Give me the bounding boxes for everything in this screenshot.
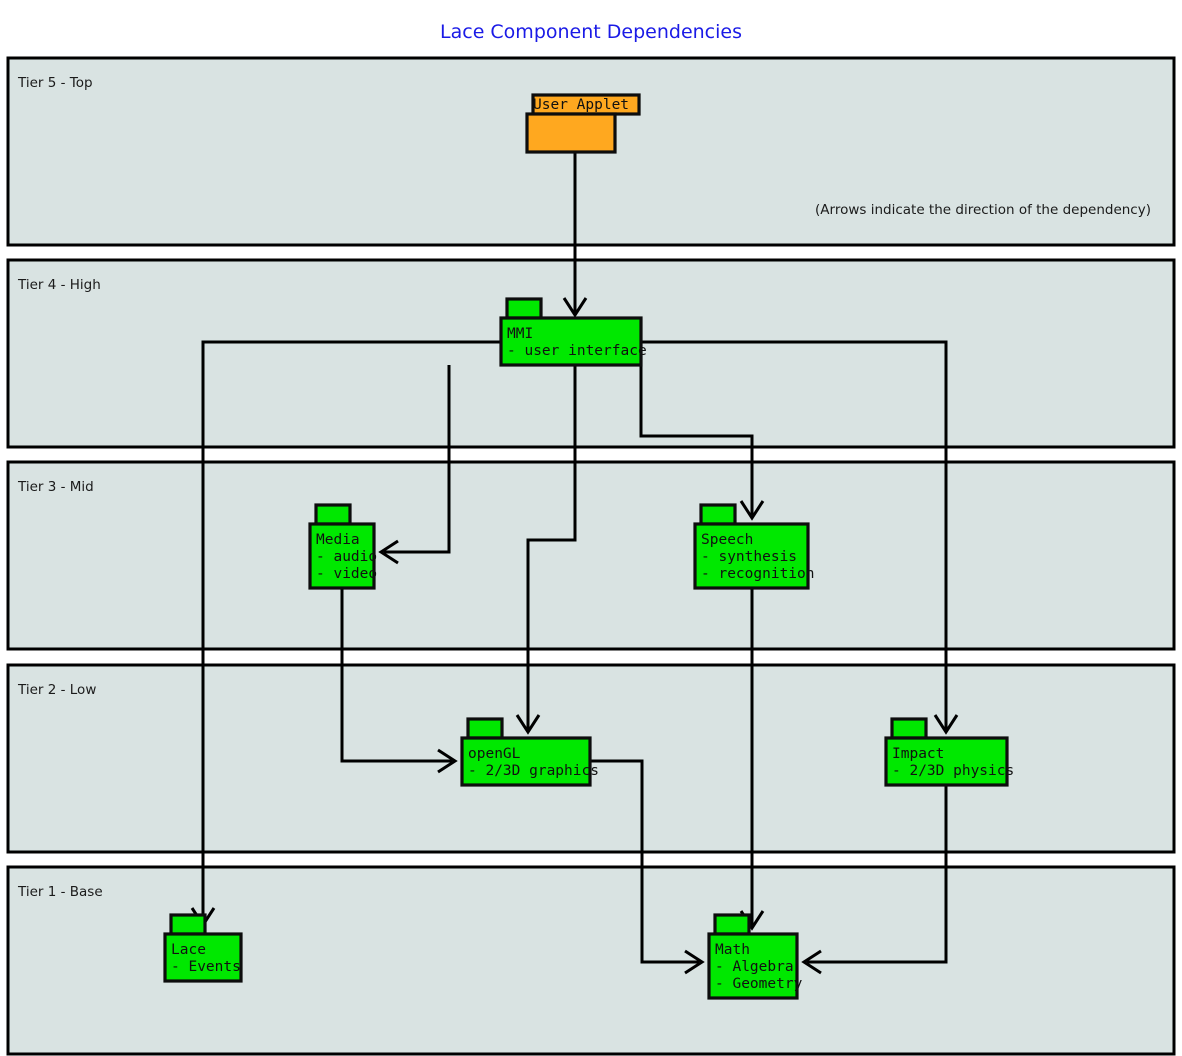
component-name: Media [316, 532, 360, 548]
component-body[interactable] [707, 932, 799, 1000]
arrowhead-icon [739, 500, 765, 521]
arrowhead-icon [437, 748, 458, 774]
component-name: MMI [507, 326, 533, 342]
tier-label: Tier 1 - Base [17, 884, 103, 900]
component-body[interactable] [499, 316, 643, 367]
component-detail: - Events [171, 959, 241, 975]
component-mmi[interactable]: MMI- user interface [499, 297, 647, 367]
connector-line [807, 785, 948, 964]
page-title: Lace Component Dependencies [440, 21, 742, 43]
connector-line [639, 365, 754, 515]
arrow-direction-note: (Arrows indicate the direction of the de… [815, 202, 1151, 218]
component-tab-icon [890, 717, 928, 740]
component-media[interactable]: Media- audio- video [308, 503, 377, 590]
component-name: Lace [171, 942, 206, 958]
arrowhead-icon [801, 949, 822, 975]
component-name: User Applet [533, 97, 629, 113]
component-detail: - user interface [507, 343, 647, 359]
component-body[interactable] [525, 112, 617, 154]
component-name: Impact [892, 746, 944, 762]
arrowhead-icon [684, 949, 705, 975]
connector-mmi-to-opengl [515, 365, 577, 735]
component-detail: - video [316, 566, 377, 582]
connector-line [526, 365, 577, 729]
component-lace[interactable]: Lace- Events [163, 913, 243, 983]
connector-mmi-to-speech [639, 365, 765, 521]
component-detail: - 2/3D graphics [468, 763, 599, 779]
connector-mmi-to-media [378, 365, 451, 565]
component-tab-icon [314, 503, 352, 526]
component-body[interactable] [460, 736, 592, 787]
component-tab-icon [466, 717, 504, 740]
component-tab-icon [505, 297, 543, 320]
component-detail: - recognition [701, 566, 815, 582]
component-detail: - synthesis [701, 549, 797, 565]
component-name: openGL [468, 746, 521, 762]
component-user-applet[interactable]: User Applet [525, 93, 641, 154]
tier-tier3: Tier 3 - Mid [6, 460, 1176, 651]
tier-label: Tier 2 - Low [17, 682, 96, 698]
component-detail: - 2/3D physics [892, 763, 1014, 779]
arrowhead-icon [515, 714, 541, 735]
tier-label: Tier 4 - High [17, 277, 101, 293]
connector-user-applet-to-mmi [562, 152, 588, 318]
connector-line [340, 588, 452, 763]
component-detail: - Geometry [715, 976, 803, 992]
component-body[interactable] [693, 522, 810, 590]
arrowhead-icon [562, 297, 588, 318]
component-detail: - Algebra [715, 959, 794, 975]
connector-impact-to-math [801, 785, 948, 975]
tier-label: Tier 5 - Top [17, 75, 93, 91]
component-detail: - audio [316, 549, 377, 565]
component-math[interactable]: Math- Algebra- Geometry [707, 913, 803, 1000]
connector-line [641, 340, 948, 729]
arrowhead-icon [378, 539, 399, 565]
component-tab-icon [713, 913, 751, 936]
component-name: Math [715, 942, 750, 958]
component-tab-icon [699, 503, 737, 526]
component-name: Speech [701, 532, 753, 548]
component-opengl[interactable]: openGL- 2/3D graphics [460, 717, 599, 787]
diagram-labels: Lace Component Dependencies (Arrows indi… [440, 21, 1151, 218]
component-body[interactable] [884, 736, 1009, 787]
connector-line [201, 340, 501, 922]
connector-line [590, 759, 699, 964]
component-speech[interactable]: Speech- synthesis- recognition [693, 503, 815, 590]
tier-label: Tier 3 - Mid [17, 479, 94, 495]
component-body[interactable] [163, 932, 243, 983]
arrowhead-icon [933, 714, 959, 735]
connector-media-to-opengl [340, 588, 458, 774]
component-tab-icon [169, 913, 207, 936]
tier-background [6, 460, 1176, 651]
component-impact[interactable]: Impact- 2/3D physics [884, 717, 1014, 787]
connector-opengl-to-math [590, 759, 705, 975]
component-body[interactable] [308, 522, 376, 590]
connector-mmi-to-impact [641, 340, 959, 735]
connector-line [384, 365, 451, 554]
dependency-connectors [190, 152, 959, 975]
